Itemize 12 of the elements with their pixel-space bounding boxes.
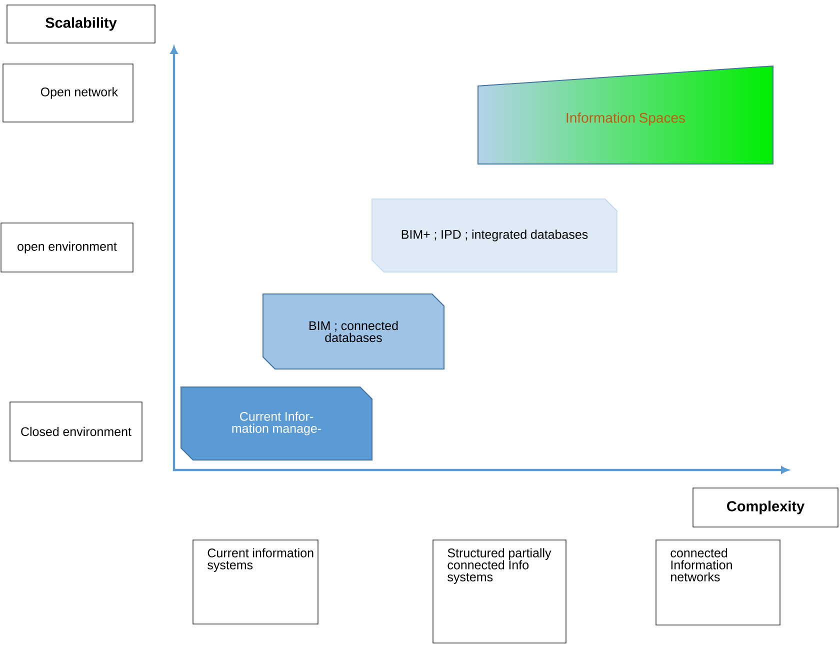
stage-box: BIM ; connected databases bbox=[262, 294, 444, 370]
axis-title-box: Complexity bbox=[692, 488, 838, 528]
category-box: Structured partially connected Info systems bbox=[432, 540, 566, 644]
category-box: connected Information networks bbox=[656, 540, 780, 626]
stage-band: Information Spaces bbox=[478, 65, 774, 164]
level-label-box: Closed environment bbox=[10, 402, 142, 462]
axis-title-box: Scalability bbox=[6, 4, 156, 44]
level-label-box: Open network bbox=[2, 64, 134, 122]
category-box: Current information systems bbox=[192, 540, 318, 624]
stage-box: Current Infor- mation manage- bbox=[180, 386, 372, 460]
stage-box: BIM+ ; IPD ; integrated databases bbox=[372, 198, 618, 272]
level-label-box: open environment bbox=[0, 222, 134, 272]
